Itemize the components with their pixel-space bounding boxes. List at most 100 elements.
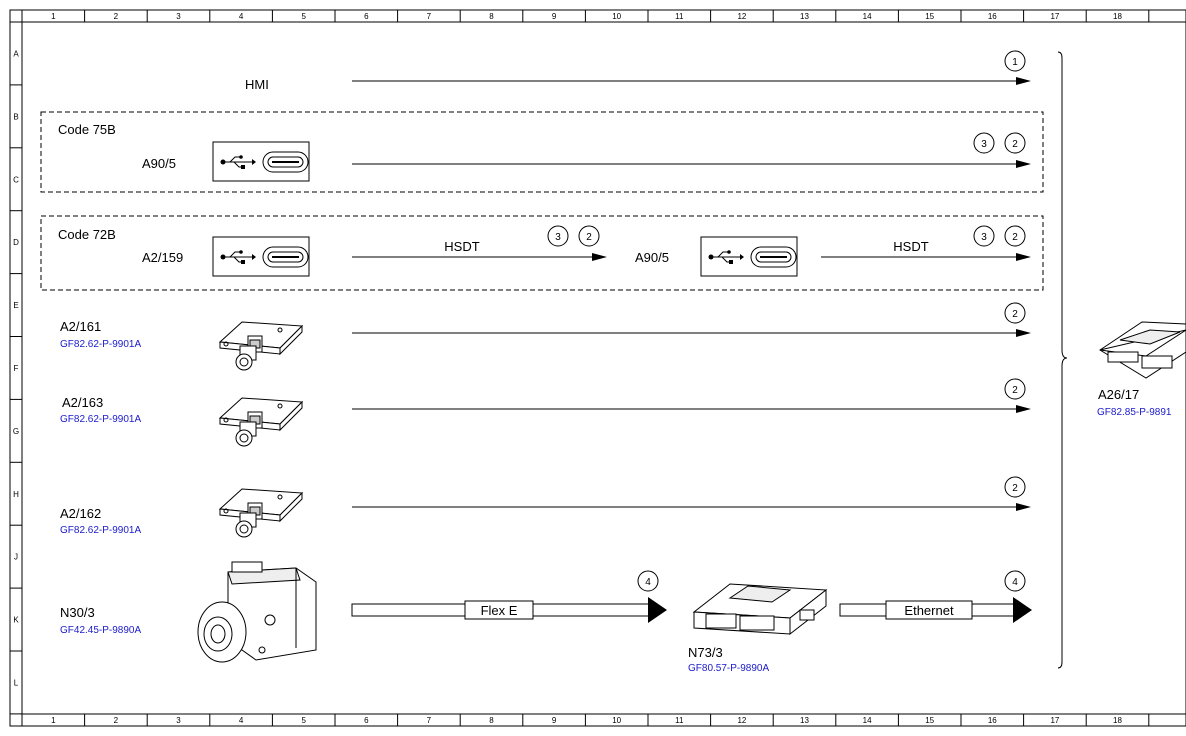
row-label: A <box>13 49 19 58</box>
n30-3-ref-link[interactable]: GF42.45-P-9890A <box>60 625 141 636</box>
column-label: 14 <box>863 12 872 21</box>
flex-e-bus <box>351 597 667 623</box>
row-label: H <box>13 490 19 499</box>
usb-icon <box>220 250 256 264</box>
circle-marker-9-text: 4 <box>1012 577 1018 588</box>
circle-marker-8 <box>637 570 659 592</box>
column-label: 7 <box>427 716 432 725</box>
control-unit-n73-3-icon <box>692 583 828 636</box>
column-label: 10 <box>612 716 621 725</box>
column-label: 1 <box>51 716 56 725</box>
column-label: 16 <box>988 12 997 21</box>
outer-frame <box>9 9 1186 727</box>
a90-5-top-label: A90/5 <box>142 156 176 171</box>
hmi-arrowhead <box>1016 77 1031 85</box>
row-label: J <box>14 553 18 562</box>
hsdt-arrowhead-1 <box>592 253 607 261</box>
code-72b-group <box>40 215 1044 291</box>
column-label: 3 <box>176 12 181 21</box>
row-label: E <box>13 301 18 310</box>
a2-163-label: A2/163 <box>62 395 103 410</box>
row-label: L <box>14 678 19 687</box>
a2-162-arrowhead <box>1016 503 1031 511</box>
column-label: 18 <box>1113 12 1122 21</box>
column-label: 14 <box>863 716 872 725</box>
flex-e-label: Flex E <box>481 603 518 618</box>
a2-161-arrowhead <box>1016 329 1031 337</box>
hsdt-arrowhead-2 <box>1016 253 1031 261</box>
n73-3-ref-link[interactable]: GF80.57-P-9890A <box>688 663 769 674</box>
column-label: 16 <box>988 716 997 725</box>
camera-a2-162-icon <box>219 488 303 538</box>
camera-a2-163-icon <box>219 397 303 447</box>
circle-marker-3b <box>578 225 600 247</box>
a2-162-ref-link[interactable]: GF82.62-P-9901A <box>60 525 141 536</box>
circle-marker-2a <box>973 132 995 154</box>
column-label: 8 <box>489 12 494 21</box>
a2-159-label: A2/159 <box>142 250 183 265</box>
a2-163-arrowhead <box>1016 405 1031 413</box>
column-label: 12 <box>737 12 746 21</box>
hmi-label: HMI <box>245 77 269 92</box>
circle-marker-1-text: 1 <box>1012 57 1018 68</box>
column-label: 13 <box>800 12 809 21</box>
inner-frame <box>21 21 1186 715</box>
column-label: 13 <box>800 716 809 725</box>
circle-marker-6-text: 2 <box>1012 385 1018 396</box>
column-label: 17 <box>1050 12 1059 21</box>
hsdt-label-1: HSDT <box>444 239 479 254</box>
circle-marker-2a-text: 3 <box>981 139 987 150</box>
column-label: 18 <box>1113 716 1122 725</box>
column-label: 15 <box>925 716 934 725</box>
circle-marker-7-text: 2 <box>1012 483 1018 494</box>
circle-marker-9 <box>1004 570 1026 592</box>
column-label: 10 <box>612 12 621 21</box>
column-label: 11 <box>675 716 684 725</box>
a26-17-ref-link[interactable]: GF82.85-P-9891 <box>1097 407 1172 418</box>
column-label: 2 <box>114 12 119 21</box>
circle-marker-2b <box>1004 132 1026 154</box>
column-label: 3 <box>176 716 181 725</box>
group-brace <box>1057 51 1068 669</box>
code-75b-label: Code 75B <box>58 122 116 137</box>
usb-c-module-a90-5-mid <box>700 236 798 277</box>
circle-marker-2b-text: 2 <box>1012 139 1018 150</box>
row-label: K <box>13 616 19 625</box>
a2-161-ref-link[interactable]: GF82.62-P-9901A <box>60 339 141 350</box>
column-label: 4 <box>239 12 244 21</box>
row-label: G <box>13 427 19 436</box>
column-label: 11 <box>675 12 684 21</box>
column-label: 5 <box>301 12 306 21</box>
a2-162-label: A2/162 <box>60 506 101 521</box>
column-label: 7 <box>427 12 432 21</box>
abs-unit-n30-3-icon <box>197 561 317 663</box>
circle-marker-3b-text: 2 <box>586 232 592 243</box>
circle-marker-3a-text: 3 <box>555 232 561 243</box>
row-label: C <box>13 175 19 184</box>
circle-marker-4b-text: 2 <box>1012 232 1018 243</box>
a90-5-top-arrowhead <box>1016 160 1031 168</box>
head-unit-a26-17-icon <box>1099 321 1186 379</box>
circle-marker-1 <box>1004 50 1026 72</box>
circle-marker-3a <box>547 225 569 247</box>
usb-c-module-a2-159 <box>212 236 310 277</box>
n30-3-label: N30/3 <box>60 605 95 620</box>
a2-161-label: A2/161 <box>60 319 101 334</box>
usb-icon <box>220 155 256 169</box>
a90-5-mid-label: A90/5 <box>635 250 669 265</box>
column-label: 9 <box>552 12 557 21</box>
a26-17-label: A26/17 <box>1098 387 1139 402</box>
circle-marker-7 <box>1004 476 1026 498</box>
a2-163-ref-link[interactable]: GF82.62-P-9901A <box>60 414 141 425</box>
camera-a2-161-icon <box>219 321 303 371</box>
hsdt-label-2: HSDT <box>893 239 928 254</box>
circle-marker-4a-text: 3 <box>981 232 987 243</box>
row-label: F <box>14 364 19 373</box>
ethernet-label: Ethernet <box>904 603 954 618</box>
circle-marker-4a <box>973 225 995 247</box>
circle-marker-8-text: 4 <box>645 577 651 588</box>
column-label: 6 <box>364 12 369 21</box>
